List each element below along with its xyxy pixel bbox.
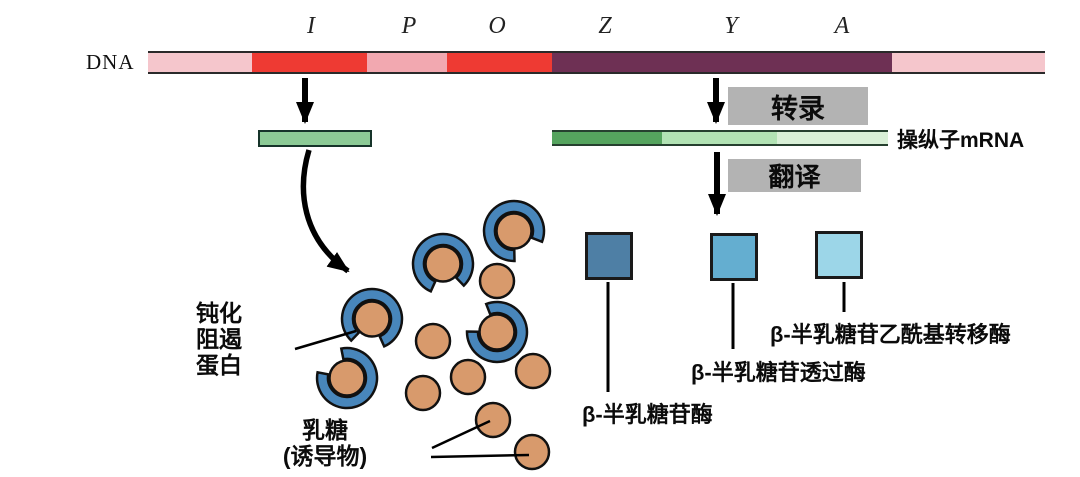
- lactose-molecule: [404, 374, 442, 412]
- pointer-line-lactose-2: [430, 453, 530, 459]
- lactose-molecule: [474, 401, 512, 439]
- galactosidase-label: β-半乳糖苷酶: [582, 402, 713, 427]
- operon-mrna-segment-y: [662, 132, 777, 144]
- dna-strand: [148, 51, 1045, 74]
- gene-label-a: A: [834, 13, 850, 39]
- lactose-molecule: [514, 352, 552, 390]
- repressor-protein-ring: [340, 287, 404, 349]
- lactose-molecule: [449, 358, 487, 396]
- lactose-inducer-label: 乳糖 (诱导物): [264, 417, 386, 469]
- lactose-molecule: [414, 322, 452, 360]
- dna-segment-right-flank: [892, 53, 1045, 72]
- repressor-protein-ring: [482, 199, 546, 263]
- dna-label: DNA: [86, 50, 135, 74]
- repressor-protein-ring: [411, 232, 475, 294]
- permease-square: [710, 233, 758, 281]
- lactose-label-line-1: 乳糖: [302, 417, 348, 443]
- dna-segment-promoter: [367, 53, 447, 72]
- arrow-repressor-to-lactose: [300, 149, 350, 274]
- dna-segment-operator: [447, 53, 552, 72]
- dna-segment-structural-genes: [552, 53, 892, 72]
- lactose-molecule-bound: [478, 313, 516, 351]
- lactose-molecule-bound: [328, 359, 366, 397]
- lactose-molecule-bound: [353, 300, 391, 338]
- lactose-molecule: [513, 433, 551, 471]
- gene-label-y: Y: [724, 13, 738, 39]
- transacetylase-square: [815, 231, 863, 279]
- transacetylase-label: β-半乳糖苷乙酰基转移酶: [770, 322, 1011, 347]
- lactose-molecule-bound: [495, 212, 533, 250]
- gene-label-o: O: [488, 13, 506, 39]
- operon-mrna-label: 操纵子mRNA: [897, 129, 1025, 152]
- repressor-protein-ring: [315, 346, 379, 410]
- repressor-label-line-2: 阻遏: [196, 326, 242, 352]
- translation-box: 翻译: [728, 159, 861, 192]
- permease-label: β-半乳糖苷透过酶: [691, 360, 866, 385]
- repressor-label-line-1: 钝化: [196, 300, 242, 326]
- pointer-line-repressor: [294, 329, 357, 351]
- lactose-molecule-bound: [424, 245, 462, 283]
- repressor-mrna-bar: [258, 130, 372, 147]
- operon-mrna-segment-a: [777, 132, 888, 144]
- gene-label-z: Z: [598, 13, 612, 39]
- lactose-molecule: [478, 262, 516, 300]
- galactosidase-square: [585, 232, 633, 280]
- molecule-layer: [315, 199, 552, 471]
- translation-label: 翻译: [768, 162, 821, 192]
- dna-segment-left-flank: [148, 53, 252, 72]
- repressor-label-line-3: 蛋白: [196, 352, 242, 378]
- transcription-box: 转录: [728, 87, 868, 125]
- operon-mrna-bar: [552, 130, 888, 146]
- repressor-protein-ring: [465, 300, 529, 364]
- gene-label-i: I: [307, 13, 315, 39]
- pointer-line-lactose-1: [431, 419, 491, 450]
- inactivated-repressor-label: 钝化 阻遏 蛋白: [196, 300, 258, 378]
- dna-segment-gene-i: [252, 53, 367, 72]
- gene-label-p: P: [401, 13, 417, 39]
- lactose-label-line-2: (诱导物): [282, 443, 368, 469]
- operon-mrna-segment-z: [552, 132, 662, 144]
- transcription-label: 转录: [771, 93, 825, 124]
